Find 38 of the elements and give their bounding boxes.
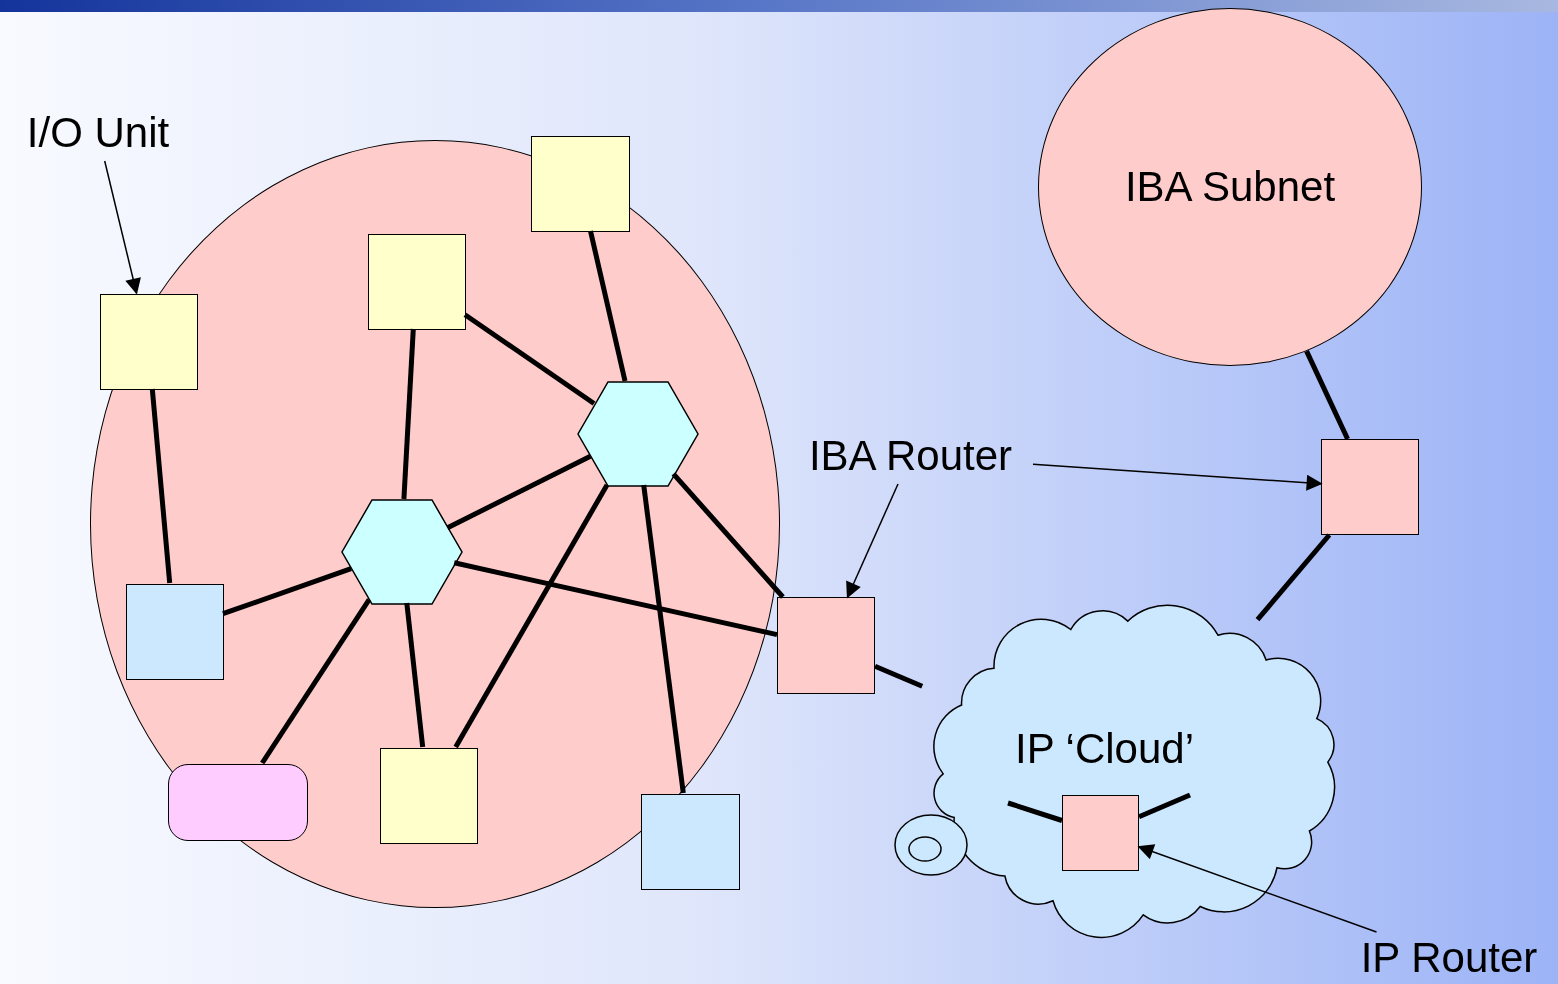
- leader-line: [846, 483, 899, 599]
- callout-label: IP Router: [1343, 932, 1555, 984]
- connection-line: [453, 560, 778, 638]
- connection-line: [401, 328, 416, 500]
- router-box: [1321, 439, 1419, 535]
- router-box: [777, 597, 875, 694]
- connection-line: [671, 472, 785, 599]
- connection-line: [453, 483, 610, 749]
- connection-line: [1304, 350, 1350, 441]
- leader-line: [1137, 844, 1378, 933]
- end-node-box: [531, 136, 630, 232]
- end-node-box: [126, 584, 224, 680]
- connection-line: [149, 388, 173, 584]
- end-node-box: [368, 234, 466, 330]
- connection-line: [874, 663, 924, 689]
- subnet-label: IBA Subnet: [1124, 166, 1336, 208]
- callout-label: IBA Router: [788, 428, 1033, 484]
- cloud-label: IP ‘Cloud’: [1015, 728, 1194, 770]
- connection-line: [641, 484, 686, 794]
- leader-line: [1032, 463, 1323, 491]
- end-node-box: [380, 748, 478, 844]
- end-node-box: [641, 794, 740, 890]
- connection-line: [1138, 792, 1191, 819]
- connection-line: [1255, 533, 1332, 622]
- connection-line: [446, 454, 592, 530]
- connection-line: [1007, 800, 1063, 823]
- connection-line: [463, 312, 596, 406]
- rounded-box: [168, 764, 308, 841]
- connection-line: [222, 566, 352, 617]
- callout-label: I/O Unit: [12, 105, 184, 161]
- leader-line: [103, 160, 141, 295]
- switch-hexagon: [578, 382, 698, 486]
- connection-line: [588, 230, 628, 382]
- router-box: [1062, 795, 1139, 871]
- switch-hexagon: [342, 500, 462, 604]
- connection-line: [260, 598, 372, 765]
- connection-line: [404, 602, 426, 748]
- end-node-box: [100, 294, 198, 390]
